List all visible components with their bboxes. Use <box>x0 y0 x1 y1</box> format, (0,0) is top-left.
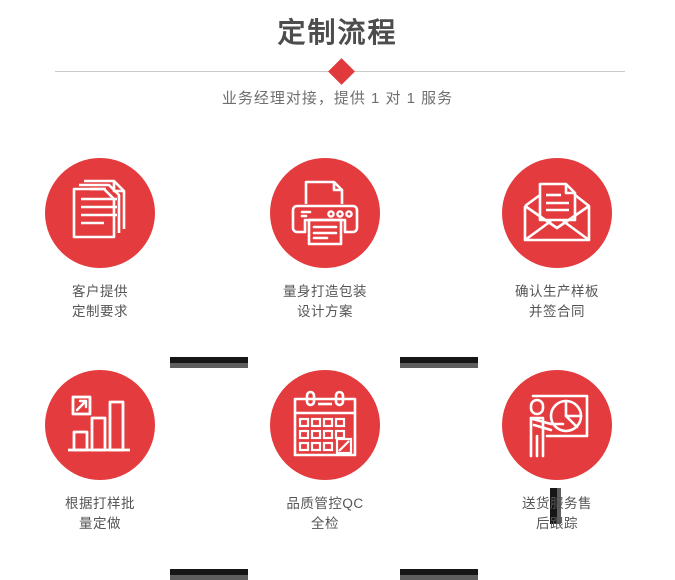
connector-gray-bar <box>170 363 248 368</box>
connector-step1-step2 <box>170 357 248 368</box>
connector-step2-step3 <box>400 357 478 368</box>
diamond-marker-icon <box>328 58 355 85</box>
envelope-letter-icon <box>523 182 591 242</box>
step-1-circle <box>45 158 155 268</box>
step-4-label: 根据打样批 量定做 <box>65 496 135 531</box>
connector-step5-step6 <box>400 569 478 580</box>
connector-step4-step5 <box>170 569 248 580</box>
step-6-circle <box>502 370 612 480</box>
step-6-label: 送货服务售 后跟踪 <box>522 496 592 531</box>
step-5[interactable]: 品质管控QC 全检 <box>250 362 400 534</box>
step-4-circle <box>45 370 155 480</box>
connector-gray-bar <box>557 488 561 524</box>
step-2[interactable]: 量身打造包装 设计方案 <box>250 150 400 322</box>
connector-dark-bar <box>400 357 478 363</box>
step-2-circle <box>270 158 380 268</box>
step-5-circle <box>270 370 380 480</box>
process-steps: 客户提供 定制要求 <box>0 150 675 580</box>
step-4[interactable]: 根据打样批 量定做 <box>25 362 175 534</box>
connector-gray-bar <box>170 575 248 580</box>
page-title: 定制流程 <box>277 17 398 48</box>
page-subtitle: 业务经理对接，提供 1 对 1 服务 <box>221 90 454 107</box>
documents-stack-icon <box>72 179 126 239</box>
step-1[interactable]: 客户提供 定制要求 <box>25 150 175 322</box>
connector-gray-bar <box>400 363 478 368</box>
title-divider <box>55 58 625 85</box>
step-1-label: 客户提供 定制要求 <box>72 284 128 319</box>
connector-gray-bar <box>400 575 478 580</box>
connector-dark-bar <box>170 357 248 363</box>
step-3[interactable]: 确认生产样板 并签合同 <box>482 150 632 322</box>
calendar-check-icon <box>293 390 357 457</box>
bar-chart-growth-icon <box>68 395 130 452</box>
presenter-pie-chart-icon <box>529 394 589 458</box>
step-5-label: 品质管控QC 全检 <box>286 496 364 531</box>
printer-icon <box>291 180 359 246</box>
step-3-label: 确认生产样板 并签合同 <box>515 284 599 319</box>
step-3-circle <box>502 158 612 268</box>
step-2-label: 量身打造包装 设计方案 <box>283 284 367 319</box>
page-header: 定制流程 业务经理对接，提供 1 对 1 服务 <box>0 0 675 130</box>
connector-dark-bar <box>550 488 557 524</box>
connector-step3-step6 <box>550 488 561 524</box>
step-6[interactable]: 送货服务售 后跟踪 <box>482 362 632 534</box>
